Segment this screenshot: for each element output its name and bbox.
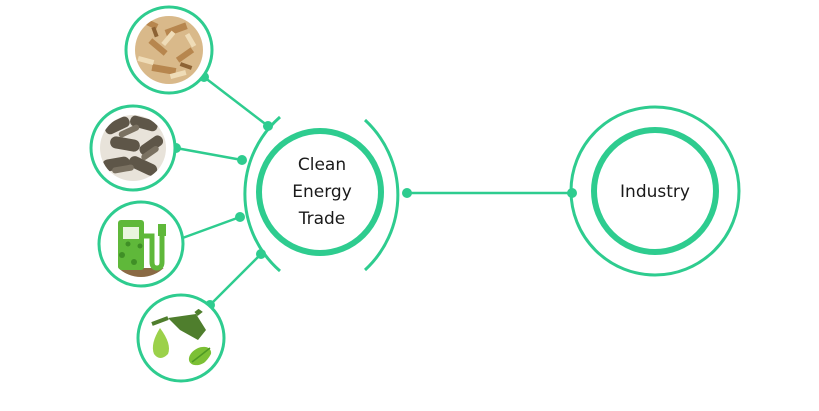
biofuel-nozzle-icon	[136, 293, 226, 383]
dot	[235, 212, 245, 222]
connector-nozzle	[209, 253, 262, 306]
hub-label-line-1: Clean	[298, 155, 346, 175]
dot	[567, 188, 577, 198]
dot	[237, 155, 247, 165]
dot	[402, 188, 412, 198]
connectors	[175, 76, 572, 306]
hub-circle	[256, 128, 384, 256]
hub-outer-arc-right	[363, 118, 400, 272]
hub-label-line-2: Energy	[292, 182, 352, 202]
dot	[263, 121, 273, 131]
biomass-pellets-icon	[89, 104, 177, 192]
wood-chips-icon	[124, 5, 214, 95]
industry-circle	[591, 127, 719, 255]
connector-pellets	[175, 146, 243, 162]
connector-wood-chips	[203, 76, 269, 127]
hub-label-line-3: Trade	[298, 209, 346, 229]
dot	[256, 249, 266, 259]
industry-label: Industry	[620, 182, 690, 202]
green-fuel-pump-icon	[97, 200, 185, 288]
connector-fuel-pump	[176, 215, 241, 242]
